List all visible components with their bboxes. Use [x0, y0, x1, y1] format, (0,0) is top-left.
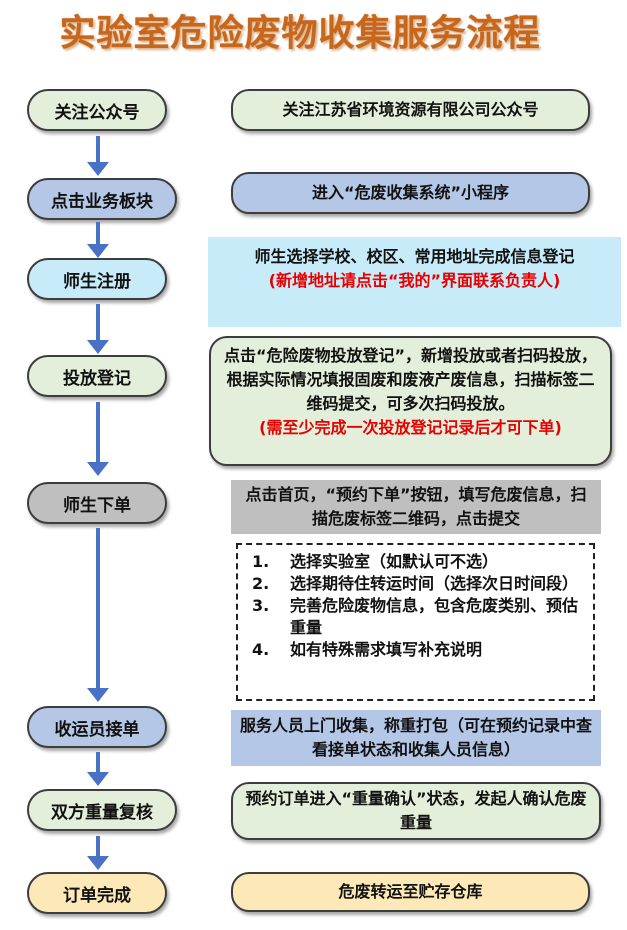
note-number: 4. [252, 640, 270, 659]
description-text: 点击“危险废物投放登记”，新增投放或者扫码投放，根据实际情况填报固废和废液产废信… [223, 346, 598, 413]
page-title: 实验室危险废物收集服务流程 [59, 12, 541, 54]
flow-arrow [87, 222, 109, 260]
order-notes-box: 1. 选择实验室（如默认可不选） 2. 选择期待住转运时间（选择次日时间段） 3… [236, 543, 595, 701]
step-description: 关注江苏省环境资源有限公司公众号 [231, 89, 590, 131]
order-note-item: 2. 选择期待住转运时间（选择次日时间段） [252, 573, 583, 595]
step-label: 师生下单 [63, 495, 131, 516]
step-business-module: 点击业务板块 [27, 178, 177, 220]
step-order-complete: 订单完成 [27, 872, 167, 914]
step-label: 点击业务板块 [51, 191, 153, 212]
step-disposal-registration: 投放登记 [27, 355, 167, 397]
step-label: 收运员接单 [54, 719, 140, 740]
step-label: 订单完成 [63, 885, 131, 906]
description-text: 点击首页，“预约下单”按钮，填写危废信息，扫描危废标签二维码，点击提交 [245, 485, 587, 528]
description-text: 进入“危废收集系统”小程序 [311, 183, 510, 202]
order-note-item: 4. 如有特殊需求填写补充说明 [252, 639, 583, 661]
note-text: 如有特殊需求填写补充说明 [290, 640, 483, 659]
step-description: 危废转运至贮存仓库 [231, 872, 590, 912]
step-label: 师生注册 [63, 271, 131, 292]
step-description: 点击“危险废物投放登记”，新增投放或者扫码投放，根据实际情况填报固废和废液产废信… [209, 336, 612, 466]
step-description: 预约订单进入“重量确认”状态，发起人确认危废重量 [231, 782, 601, 840]
step-label: 投放登记 [63, 368, 131, 389]
order-note-item: 3. 完善危险废物信息，包含危废类别、预估重量 [252, 595, 583, 639]
flow-arrow [87, 136, 109, 176]
note-number: 3. [252, 596, 270, 615]
step-weight-review: 双方重量复核 [27, 789, 177, 831]
step-description: 服务人员上门收集，称重打包（可在预约记录中查看接单状态和收集人员信息） [231, 710, 601, 766]
step-registration: 师生注册 [27, 258, 167, 300]
step-description: 师生选择学校、校区、常用地址完成信息登记 (新增地址请点击“我的”界面联系负责人… [208, 237, 621, 327]
description-text: 服务人员上门收集，称重打包（可在预约记录中查看接单状态和收集人员信息） [239, 716, 592, 759]
note-text: 选择实验室（如默认可不选） [290, 552, 499, 571]
note-number: 1. [252, 552, 270, 571]
description-text: 危废转运至贮存仓库 [338, 882, 483, 901]
flow-arrow [87, 836, 109, 872]
order-note-item: 1. 选择实验室（如默认可不选） [252, 551, 583, 573]
step-description: 点击首页，“预约下单”按钮，填写危废信息，扫描危废标签二维码，点击提交 [231, 480, 601, 534]
note-text: 选择期待住转运时间（选择次日时间段） [290, 574, 579, 593]
flow-arrow [87, 402, 109, 478]
step-label: 关注公众号 [54, 102, 140, 123]
step-collector-accepts: 收运员接单 [27, 706, 167, 748]
description-note: (新增地址请点击“我的”界面联系负责人) [268, 271, 561, 290]
description-text: 师生选择学校、校区、常用地址完成信息登记 [254, 247, 575, 266]
flow-arrow [87, 304, 109, 356]
step-place-order: 师生下单 [27, 482, 167, 524]
step-description: 进入“危废收集系统”小程序 [231, 172, 590, 214]
flow-arrow [87, 528, 109, 704]
flow-arrow [87, 752, 109, 788]
note-text: 完善危险废物信息，包含危废类别、预估重量 [290, 596, 579, 637]
description-text: 关注江苏省环境资源有限公司公众号 [282, 100, 539, 119]
description-text: 预约订单进入“重量确认”状态，发起人确认危废重量 [245, 789, 587, 832]
step-label: 双方重量复核 [51, 802, 153, 823]
note-number: 2. [252, 574, 270, 593]
description-note: (需至少完成一次投放登记记录后才可下单) [259, 418, 562, 437]
step-follow-account: 关注公众号 [27, 89, 167, 131]
